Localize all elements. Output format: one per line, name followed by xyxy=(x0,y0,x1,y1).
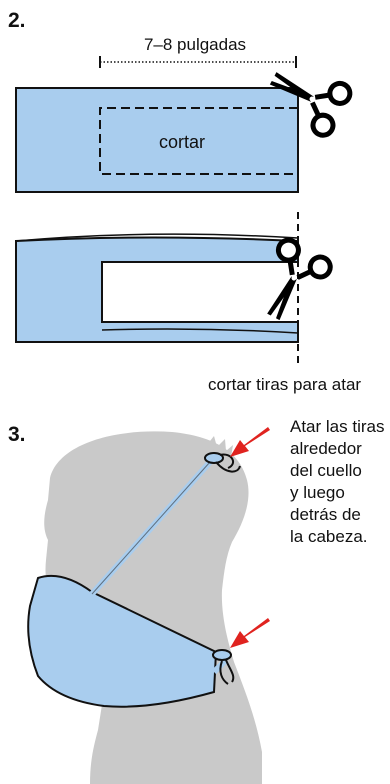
face-mask xyxy=(27,452,241,708)
red-arrow-icon xyxy=(230,618,270,648)
tie-instructions: Atar las tiras alrededor del cuello y lu… xyxy=(290,417,384,546)
cut-outline xyxy=(99,107,298,175)
hair-tufts xyxy=(206,436,233,457)
fabric-rectangle xyxy=(15,87,299,193)
measurement-label: 7–8 pulgadas xyxy=(144,35,246,54)
step-3-number: 3. xyxy=(8,423,26,446)
instruction-line: alrededor xyxy=(290,439,362,458)
instruction-line: y luego xyxy=(290,483,345,502)
red-arrow-icon xyxy=(230,427,270,457)
measurement-indicator xyxy=(99,56,297,68)
instruction-line: detrás de xyxy=(290,505,361,524)
instruction-line: Atar las tiras xyxy=(290,417,384,436)
cut-fabric xyxy=(15,233,299,343)
cut-label: cortar xyxy=(159,132,205,152)
instruction-line: la cabeza. xyxy=(290,527,368,546)
head-silhouette xyxy=(44,431,262,784)
cut-strips-label: cortar tiras para atar xyxy=(208,375,361,394)
instruction-line: del cuello xyxy=(290,461,362,480)
step-2-number: 2. xyxy=(8,9,26,32)
